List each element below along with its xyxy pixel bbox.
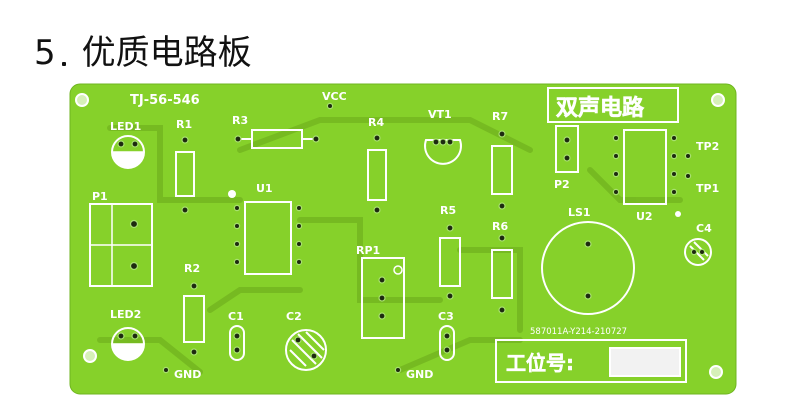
r7-outline: [491, 145, 513, 195]
station-box: [495, 339, 687, 383]
rp1-label: RP1: [356, 244, 380, 257]
mounting-holes: [75, 93, 725, 379]
u1-outline: [244, 201, 292, 275]
p2-label: P2: [554, 178, 570, 191]
r2-label: R2: [184, 262, 200, 275]
c1-label: C1: [228, 310, 244, 323]
silkscreen-outlines: [89, 87, 712, 383]
r1-outline: [175, 151, 195, 197]
circuit-name-label: 双声电路: [556, 95, 645, 121]
r7-label: R7: [492, 110, 508, 123]
station-label: 工位号:: [506, 351, 574, 375]
c2-outline: [285, 329, 327, 371]
vt1-label: VT1: [428, 108, 452, 121]
p2-outline: [555, 125, 579, 173]
serial-number-label: 587011A-Y214-210727: [530, 327, 627, 337]
u1-marker-dot: [228, 190, 236, 198]
vcc-label: VCC: [322, 90, 347, 103]
solder-pads: [117, 102, 706, 374]
led2-polarity-fill: [112, 344, 144, 360]
gnd-left-label: GND: [174, 368, 201, 381]
tp2-label: TP2: [696, 140, 719, 153]
circuit-name-box: [547, 87, 679, 123]
r2-outline: [183, 295, 205, 343]
u2-outline: [623, 129, 667, 205]
r6-label: R6: [492, 220, 508, 233]
board-model-label: TJ-56-546: [130, 93, 200, 108]
pcb-substrate: [69, 83, 737, 395]
ls1-label: LS1: [568, 206, 591, 219]
r1-label: R1: [176, 118, 192, 131]
station-blank-field: [609, 347, 681, 377]
mounting-hole: [83, 349, 97, 363]
c3-outline: [439, 325, 455, 361]
r4-outline: [367, 149, 387, 201]
tp1-label: TP1: [696, 182, 719, 195]
led1-label: LED1: [110, 120, 141, 133]
c4-outline: [684, 238, 712, 266]
led2-label: LED2: [110, 308, 141, 321]
mounting-hole: [711, 93, 725, 107]
u2-label: U2: [636, 210, 653, 223]
gnd-right-label: GND: [406, 368, 433, 381]
mounting-hole: [75, 93, 89, 107]
c4-label: C4: [696, 222, 712, 235]
rp1-outline: [361, 257, 405, 339]
vt1-outline: [424, 139, 462, 165]
mounting-hole: [709, 365, 723, 379]
ls1-outline: [541, 221, 635, 315]
r5-label: R5: [440, 204, 456, 217]
u1-label: U1: [256, 182, 273, 195]
c1-outline: [229, 325, 245, 361]
r6-outline: [491, 249, 513, 299]
section-number: 5: [34, 33, 56, 73]
r4-label: R4: [368, 116, 384, 129]
section-separator-dot: [61, 62, 66, 66]
led1-polarity-fill: [112, 152, 144, 168]
p1-label: P1: [92, 190, 108, 203]
r5-outline: [439, 237, 461, 287]
section-heading: 5 优质电路板: [34, 14, 252, 70]
c2-label: C2: [286, 310, 302, 323]
r3-label: R3: [232, 114, 248, 127]
c3-label: C3: [438, 310, 454, 323]
u2-marker-dot: [675, 211, 681, 217]
section-title: 优质电路板: [81, 33, 252, 73]
